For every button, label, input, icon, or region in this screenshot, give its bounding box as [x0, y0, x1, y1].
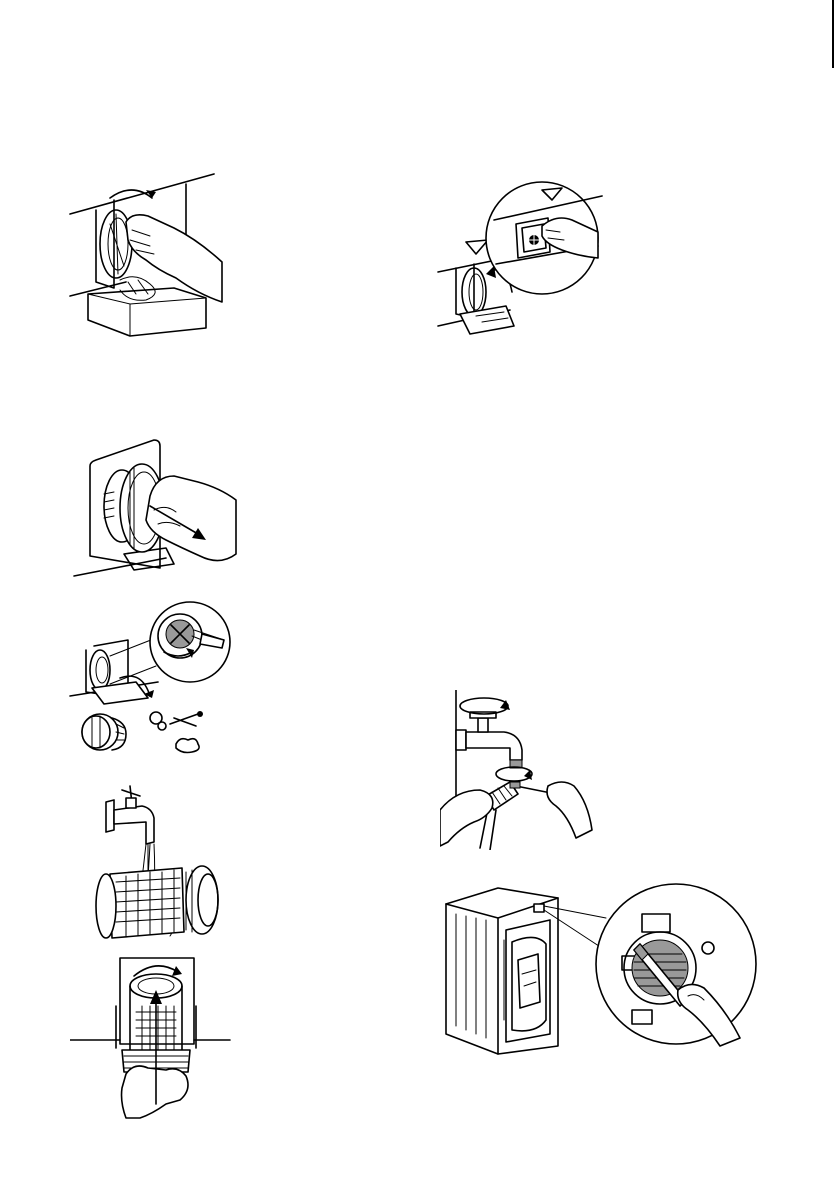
- filter-cap-icon: [82, 714, 126, 750]
- figure-pull-out-filter: [70, 436, 240, 582]
- tap-icon: [106, 786, 154, 844]
- washing-machine-icon: [446, 888, 558, 1054]
- figure-reinsert-filter: [70, 954, 234, 1120]
- page-edge-marker: [832, 0, 834, 68]
- magnifier-detail-icon: [150, 602, 230, 682]
- figure-open-flap-and-drain: [66, 170, 226, 340]
- tap-icon: [456, 712, 522, 768]
- rotate-arrow-icon: [496, 767, 532, 781]
- figure-clean-inlet-valve-filter: [440, 690, 600, 850]
- filter-icon: [96, 866, 218, 938]
- hand-icon: [440, 790, 493, 846]
- hand-icon: [547, 782, 592, 838]
- triangle-marker-icon: [466, 240, 488, 254]
- debris-icon: [150, 711, 203, 753]
- hand-icon: [122, 1066, 189, 1118]
- figure-remove-debris-from-pump: [66, 600, 236, 760]
- figure-press-service-flap: [430, 180, 610, 340]
- figure-clean-machine-inlet-filter: [442, 870, 764, 1056]
- magnifier-detail-icon: [486, 182, 602, 294]
- figure-rinse-filter-under-tap: [90, 782, 230, 942]
- magnifier-detail-icon: [596, 884, 756, 1044]
